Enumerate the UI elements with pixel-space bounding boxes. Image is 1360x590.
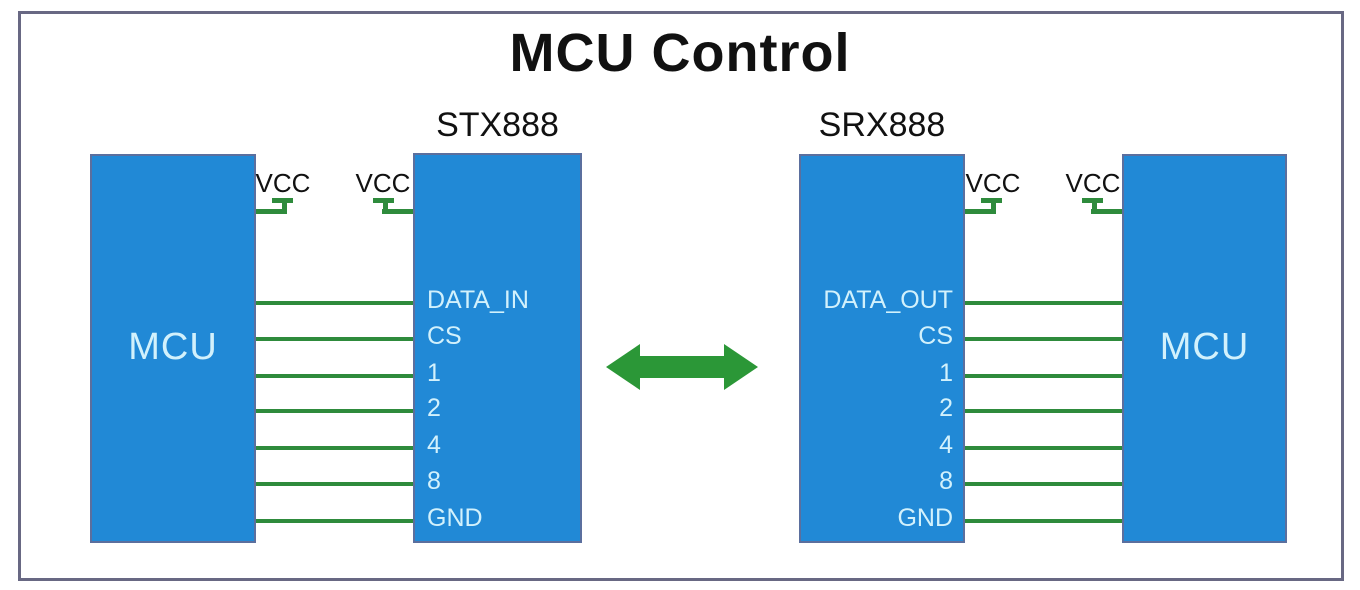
- pin-label: 2: [939, 394, 953, 422]
- wire-left-8: [256, 482, 413, 486]
- right-mcu-box: MCU: [1122, 154, 1287, 543]
- left-mcu-box-label: MCU: [128, 325, 218, 368]
- wire-left-data-in: [256, 301, 413, 305]
- vcc-symbol-stem: [282, 198, 287, 214]
- wire-left-gnd: [256, 519, 413, 523]
- diagram-frame: [18, 11, 1344, 581]
- wire-left-cs: [256, 337, 413, 341]
- pin-label: 8: [939, 467, 953, 495]
- vcc-symbol-run: [965, 209, 996, 214]
- vcc-label: VCC: [965, 168, 1021, 198]
- vcc-symbol-cap: [981, 198, 1002, 203]
- vcc-symbol-stem: [991, 198, 996, 214]
- pin-label: GND: [427, 504, 483, 532]
- pin-label: 4: [939, 431, 953, 459]
- pin-label: 2: [427, 394, 441, 422]
- vcc-symbol-stem: [383, 198, 388, 214]
- vcc-label: VCC: [1065, 168, 1121, 198]
- wire-right-8: [965, 482, 1122, 486]
- srx888-label: SRX888: [818, 106, 946, 144]
- bidirectional-arrow-icon: [606, 344, 758, 390]
- pin-label: 4: [427, 431, 441, 459]
- srx888-box: [799, 154, 965, 543]
- pin-label: GND: [897, 504, 953, 532]
- wire-right-cs: [965, 337, 1122, 341]
- pin-label: 8: [427, 467, 441, 495]
- stx888-label: STX888: [436, 106, 559, 144]
- wire-left-4: [256, 446, 413, 450]
- wire-right-2: [965, 409, 1122, 413]
- wire-left-2: [256, 409, 413, 413]
- vcc-symbol-cap: [1082, 198, 1103, 203]
- left-mcu-box: MCU: [90, 154, 256, 543]
- vcc-symbol-run: [1091, 209, 1122, 214]
- pin-label: 1: [427, 359, 441, 387]
- wire-right-gnd: [965, 519, 1122, 523]
- pin-label: CS: [427, 322, 462, 350]
- right-mcu-box-label: MCU: [1159, 325, 1250, 368]
- pin-label: DATA_IN: [427, 286, 529, 314]
- vcc-symbol-run: [382, 209, 413, 214]
- pin-label: CS: [918, 322, 953, 350]
- stx888-box: [413, 153, 582, 543]
- vcc-symbol-cap: [373, 198, 394, 203]
- wire-right-1: [965, 374, 1122, 378]
- pin-label: DATA_OUT: [823, 286, 953, 314]
- vcc-symbol-run: [256, 209, 287, 214]
- diagram-title: MCU Control: [509, 23, 851, 83]
- wire-right-data-out: [965, 301, 1122, 305]
- vcc-symbol-stem: [1092, 198, 1097, 214]
- vcc-label: VCC: [355, 168, 411, 198]
- vcc-symbol-cap: [272, 198, 293, 203]
- vcc-label: VCC: [255, 168, 311, 198]
- wire-right-4: [965, 446, 1122, 450]
- pin-label: 1: [939, 359, 953, 387]
- wire-left-1: [256, 374, 413, 378]
